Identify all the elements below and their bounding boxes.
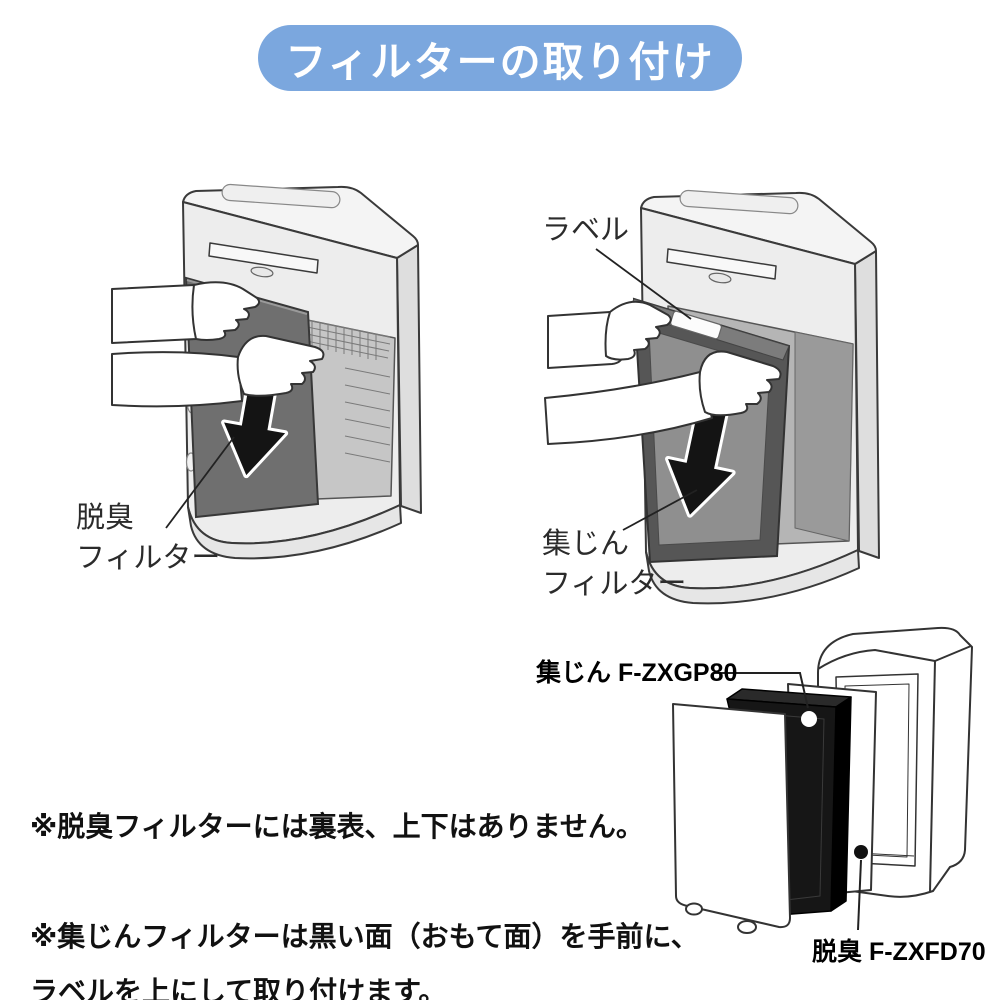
figure-dust-filter-install bbox=[544, 189, 880, 605]
hands bbox=[111, 281, 325, 408]
deodorizing-filter-dot bbox=[854, 845, 868, 859]
pointer-line-dust bbox=[622, 489, 698, 531]
caption-deodorizing-filter: 脱臭 フィルター bbox=[76, 502, 221, 574]
notes: ※脱臭フィルターには裏表、上下はありません。 ※集じんフィルターは黒い面（おもて… bbox=[30, 744, 750, 1000]
page-title: フィルターの取り付け bbox=[285, 39, 715, 85]
figure-deodorizing-filter-install bbox=[111, 183, 422, 560]
dust-filter-hole bbox=[801, 711, 817, 727]
filter-label-tab bbox=[670, 310, 722, 340]
note-deodorizing: ※脱臭フィルターには裏表、上下はありません。 bbox=[30, 811, 644, 842]
caption-label: ラベル bbox=[542, 214, 630, 246]
part-label-dust-filter: 集じん F-ZXGP80 bbox=[536, 659, 738, 687]
title-banner: フィルターの取り付け bbox=[258, 25, 742, 91]
note-dust: ※集じんフィルターは黒い面（おもて面）を手前に、 ラベルを上にして取り付けます。 bbox=[30, 921, 699, 1000]
front-panel bbox=[672, 703, 791, 934]
part-label-deodorizing-filter: 脱臭 F-ZXFD70 bbox=[812, 938, 986, 966]
figure-exploded-parts bbox=[672, 626, 973, 934]
hands bbox=[544, 300, 782, 445]
pointer-line-deodorizing bbox=[165, 436, 235, 529]
pointer-line-dust-part bbox=[714, 672, 809, 709]
pointer-line-deodorizing-part bbox=[857, 859, 862, 931]
caption-dust-filter: 集じん フィルター bbox=[542, 528, 687, 600]
pointer-line-label bbox=[595, 248, 692, 320]
